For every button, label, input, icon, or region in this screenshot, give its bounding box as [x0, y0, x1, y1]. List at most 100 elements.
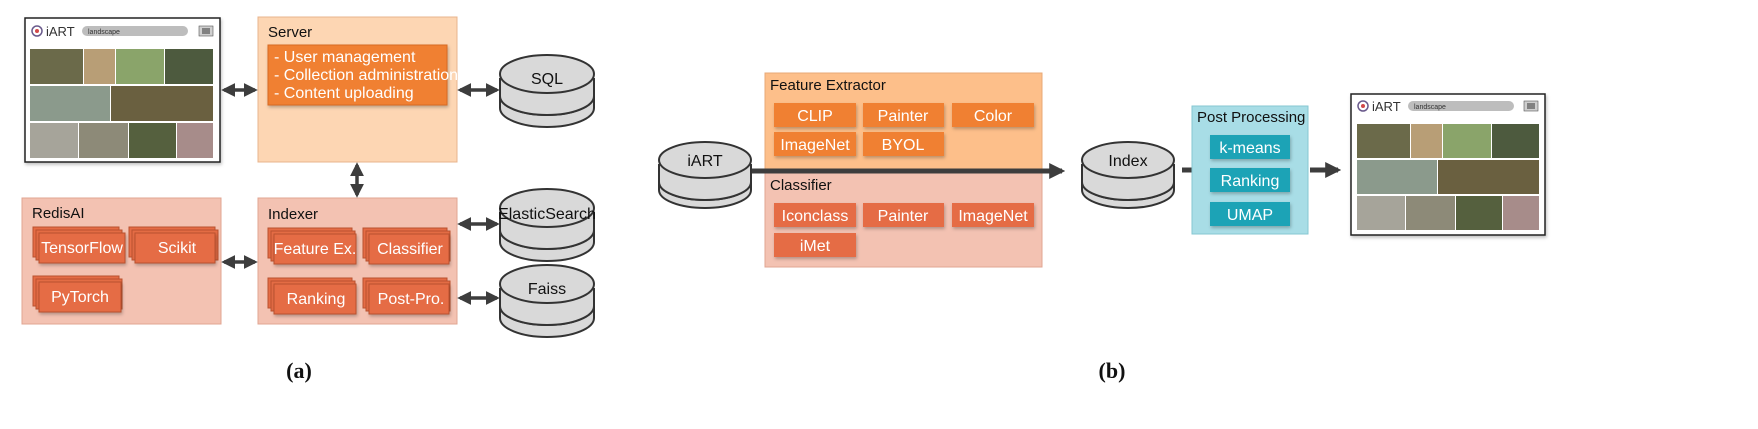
server-title: Server	[268, 24, 312, 41]
fe-chip-painter: Painter	[863, 103, 944, 127]
pp-chip-kmeans: k-means	[1210, 135, 1290, 159]
artwork-thumbnail[interactable]	[165, 49, 213, 84]
connector-arrows-a	[221, 83, 500, 305]
artwork-thumbnail[interactable]	[1406, 196, 1455, 230]
artwork-thumbnail[interactable]	[1357, 124, 1410, 158]
cl-chip-iconclass: Iconclass	[774, 203, 856, 227]
scikit-stack: Scikit	[128, 226, 219, 264]
classifier-stack: Classifier	[362, 227, 451, 265]
caption-a: (a)	[286, 358, 312, 383]
cl-chip-imet: iMet	[774, 233, 856, 257]
tensorflow-stack: TensorFlow	[32, 226, 126, 264]
iart-logo-text: iART	[46, 24, 75, 39]
artwork-thumbnail[interactable]	[111, 86, 213, 121]
database-index: Index	[1081, 141, 1175, 209]
fe-chip-byol-label: BYOL	[882, 137, 925, 154]
cl-chip-painter-label: Painter	[878, 208, 929, 225]
server-panel: Server - User management - Collection ad…	[257, 16, 458, 163]
pytorch-label: PyTorch	[51, 289, 109, 306]
cl-chip-painter: Painter	[863, 203, 944, 227]
pp-chip-ranking: Ranking	[1210, 168, 1290, 192]
artwork-thumbnail[interactable]	[1411, 124, 1442, 158]
fe-chip-clip: CLIP	[774, 103, 856, 127]
fe-chip-clip-label: CLIP	[797, 108, 833, 125]
artwork-thumbnail[interactable]	[177, 123, 213, 158]
artwork-thumbnail[interactable]	[1503, 196, 1539, 230]
caption-b: (b)	[1099, 358, 1126, 383]
artwork-thumbnail[interactable]	[129, 123, 176, 158]
artwork-thumbnail[interactable]	[30, 123, 78, 158]
post-processing-title: Post Processing	[1197, 109, 1305, 126]
classifier-label: Classifier	[377, 241, 443, 258]
database-faiss-label: Faiss	[528, 281, 566, 298]
database-index-label: Index	[1108, 153, 1147, 170]
feature-extractor-stack: Feature Ex.	[267, 227, 357, 265]
post-processing-panel: Post Processing k-means Ranking UMAP	[1191, 105, 1309, 235]
database-elasticsearch: ElasticSearch	[498, 188, 596, 262]
cl-chip-iconclass-label: Iconclass	[782, 208, 849, 225]
database-elasticsearch-label: ElasticSearch	[498, 206, 596, 223]
indexer-title: Indexer	[268, 206, 318, 223]
database-iart: iART	[658, 141, 752, 209]
feature-extractor-panel: Feature Extractor CLIP Painter Color Ima…	[764, 72, 1043, 171]
scikit-label: Scikit	[158, 240, 197, 257]
pp-chip-umap: UMAP	[1210, 202, 1290, 226]
server-features-box	[267, 44, 448, 106]
pp-chip-kmeans-label: k-means	[1219, 140, 1280, 157]
pp-chip-ranking-label: Ranking	[1221, 173, 1280, 190]
iart-logo-text: iART	[1372, 99, 1401, 114]
artwork-thumbnail[interactable]	[1492, 124, 1539, 158]
database-faiss: Faiss	[499, 264, 595, 338]
fe-chip-imagenet: ImageNet	[774, 132, 856, 156]
artwork-thumbnail[interactable]	[1438, 160, 1539, 194]
artwork-thumbnail[interactable]	[30, 49, 83, 84]
menu-icon[interactable]	[198, 25, 214, 37]
search-input[interactable]	[82, 26, 188, 36]
artwork-thumbnail[interactable]	[116, 49, 164, 84]
artwork-thumbnails	[1357, 124, 1539, 230]
cl-chip-imagenet-label: ImageNet	[958, 208, 1028, 225]
classifier-panel: Classifier Iconclass Painter ImageNet iM…	[764, 171, 1043, 268]
feature-extractor-label: Feature Ex.	[274, 241, 357, 258]
fe-chip-imagenet-label: ImageNet	[780, 137, 850, 154]
artwork-thumbnail[interactable]	[30, 86, 110, 121]
search-input-value: landscape	[1414, 104, 1446, 111]
artwork-thumbnail[interactable]	[1456, 196, 1502, 230]
iart-logo-icon	[1357, 100, 1369, 112]
cl-chip-imet-label: iMet	[800, 238, 831, 255]
fe-chip-color: Color	[952, 103, 1034, 127]
post-processing-stack: Post-Pro.	[362, 277, 451, 315]
post-processing-label: Post-Pro.	[378, 291, 445, 308]
menu-icon[interactable]	[1523, 100, 1539, 112]
fe-chip-byol: BYOL	[863, 132, 944, 156]
cl-chip-imagenet: ImageNet	[952, 203, 1034, 227]
artwork-thumbnails	[30, 49, 213, 158]
indexer-panel: Indexer Feature Ex. Classifier Ranking P…	[257, 197, 458, 325]
artwork-thumbnail[interactable]	[1443, 124, 1491, 158]
pytorch-stack: PyTorch	[32, 275, 123, 313]
server-item-user-management: - User management	[274, 49, 416, 66]
artwork-thumbnail[interactable]	[84, 49, 115, 84]
ranking-label: Ranking	[287, 291, 346, 308]
fe-chip-color-label: Color	[974, 108, 1013, 125]
feature-extractor-title: Feature Extractor	[770, 77, 886, 94]
artwork-thumbnail[interactable]	[79, 123, 128, 158]
database-iart-label: iART	[687, 153, 722, 170]
iart-preview-a: iART landscape	[24, 17, 221, 163]
tensorflow-label: TensorFlow	[41, 240, 123, 257]
artwork-thumbnail[interactable]	[1357, 160, 1437, 194]
pp-chip-umap-label: UMAP	[1227, 207, 1273, 224]
iart-logo-icon	[31, 25, 43, 37]
classifier-title: Classifier	[770, 177, 832, 194]
redisai-title: RedisAI	[32, 205, 85, 222]
redisai-panel: RedisAI TensorFlow Scikit PyTorch	[21, 197, 222, 325]
artwork-thumbnail[interactable]	[1357, 196, 1405, 230]
iart-preview-b: iART landscape	[1350, 93, 1546, 236]
database-sql-label: SQL	[531, 71, 563, 88]
search-input[interactable]	[1408, 101, 1514, 111]
database-sql: SQL	[499, 54, 595, 128]
server-item-content-uploading: - Content uploading	[274, 85, 414, 102]
server-item-collection-administration: - Collection administration	[274, 67, 458, 84]
ranking-stack: Ranking	[267, 277, 357, 315]
